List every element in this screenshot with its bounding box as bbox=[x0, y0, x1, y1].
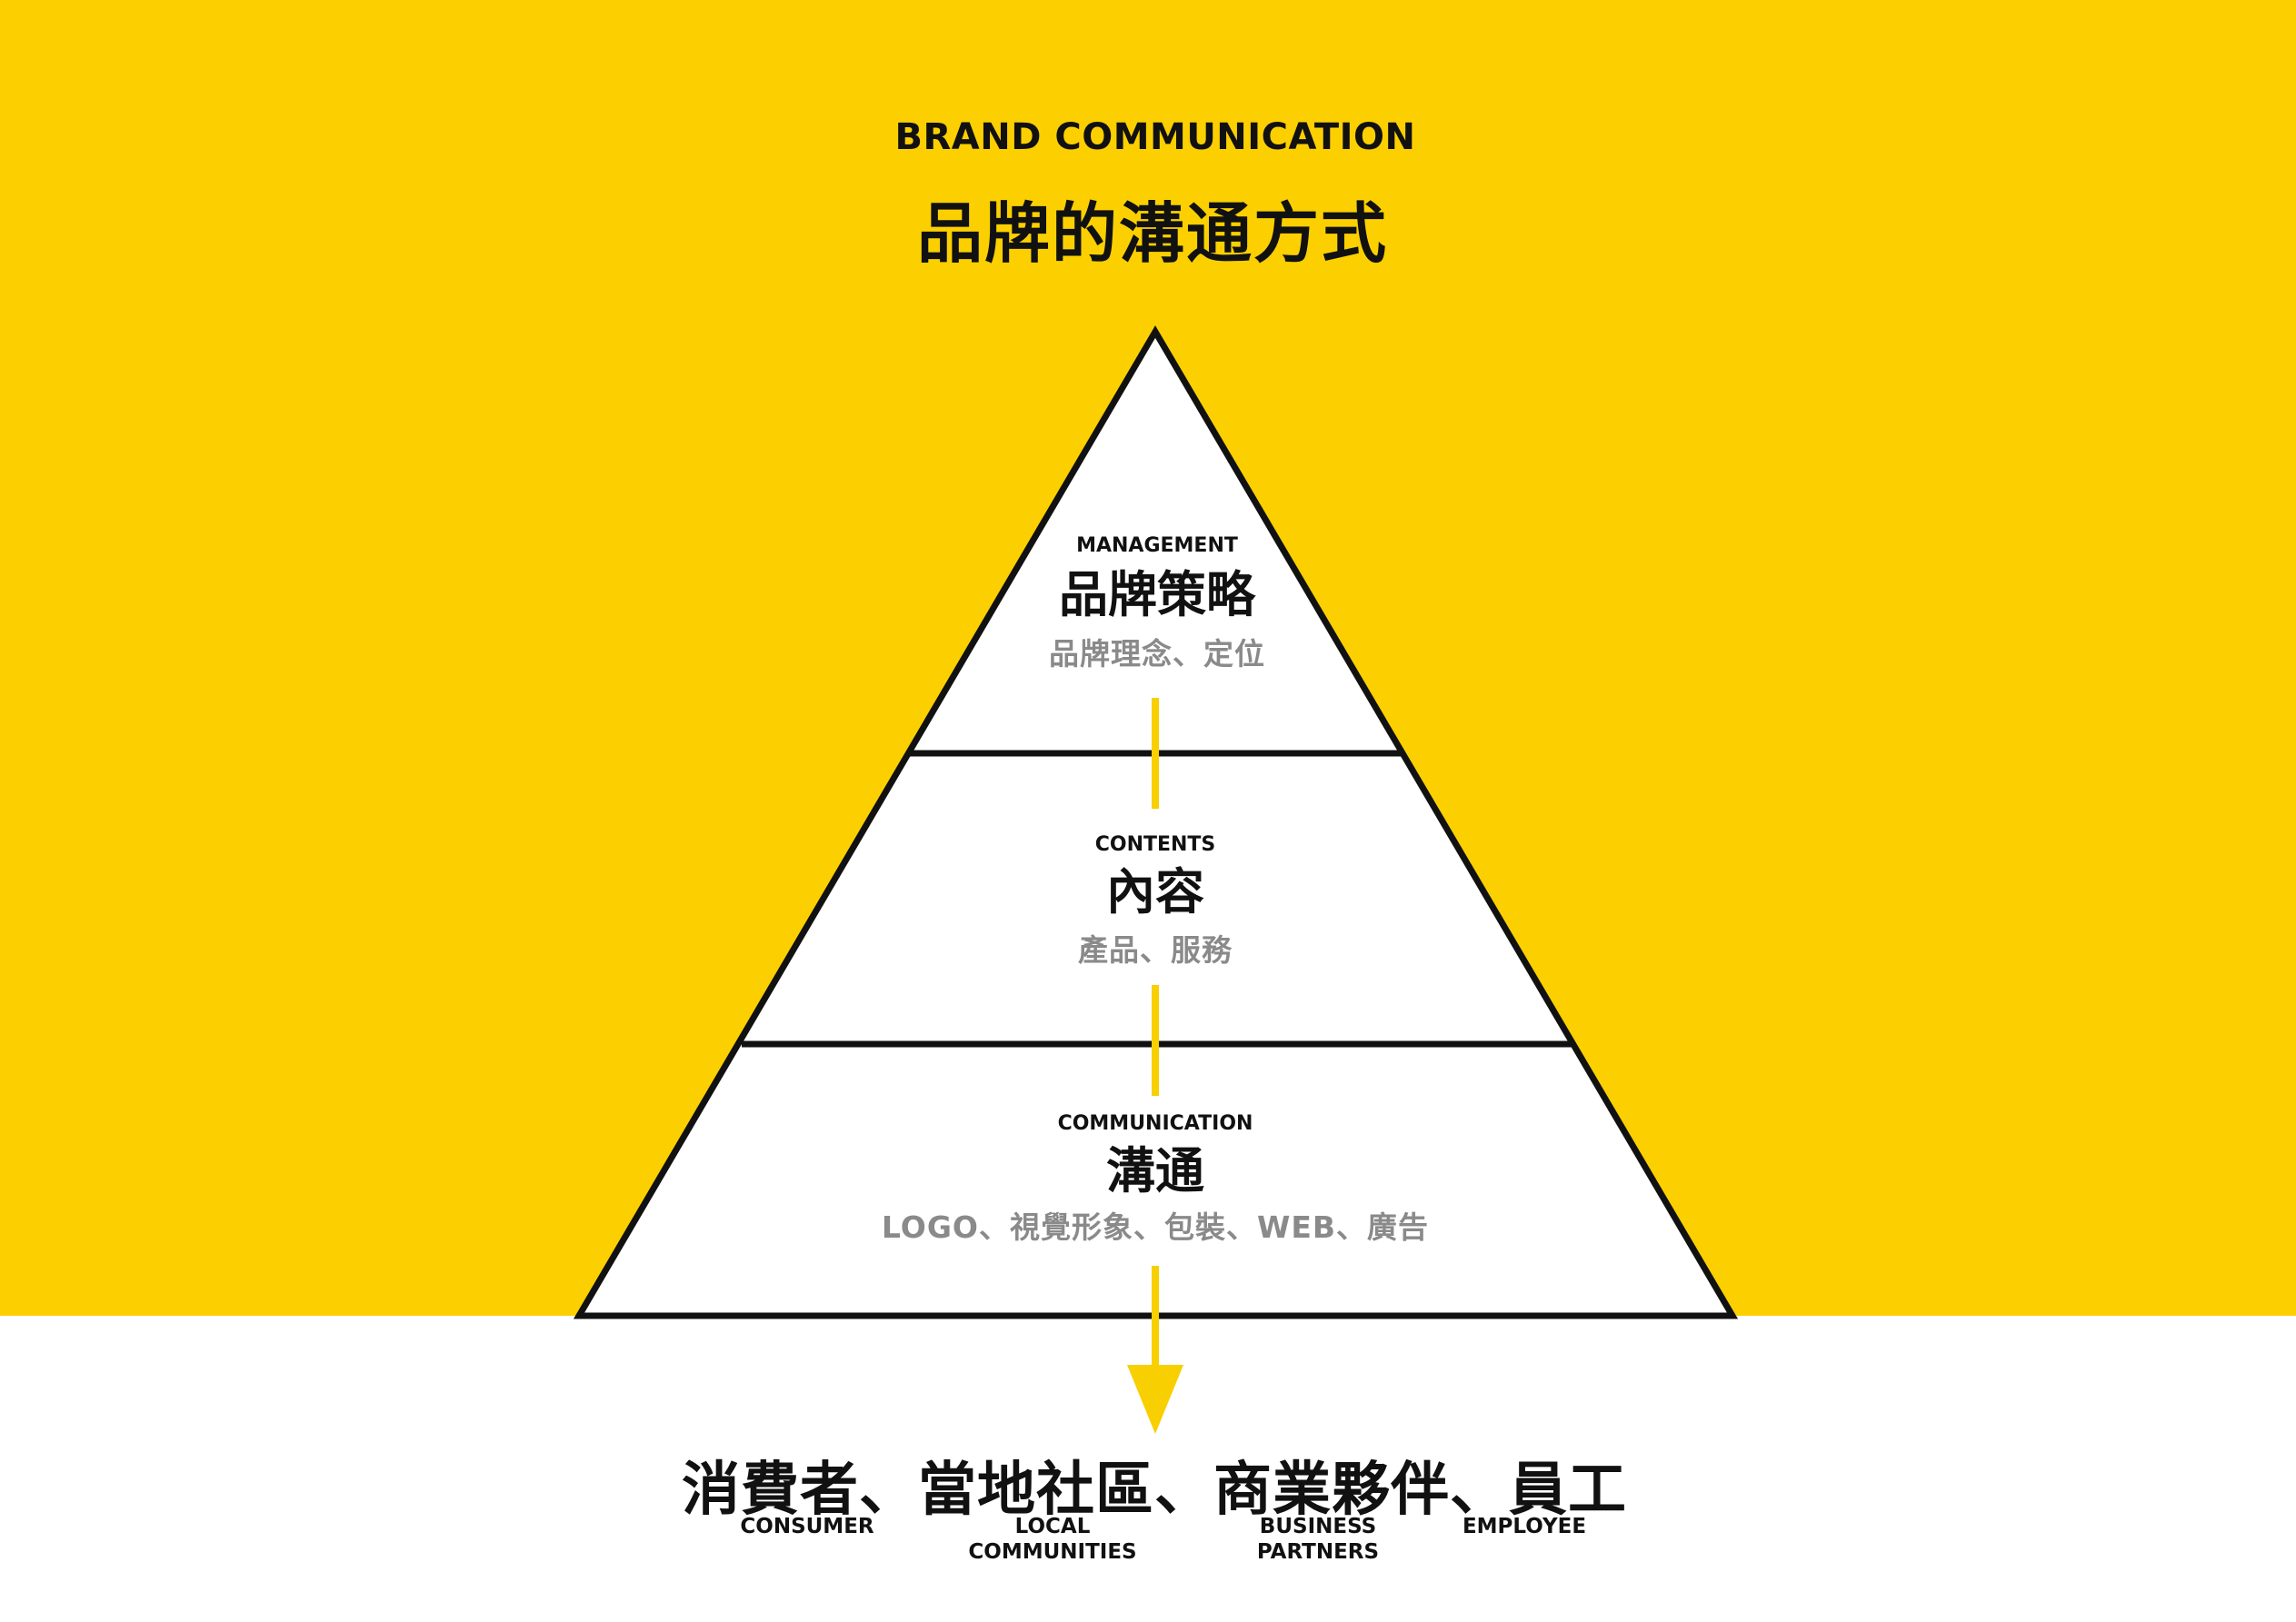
audience-label-local-communities: LOCAL COMMUNITIES bbox=[968, 1514, 1136, 1565]
tier-1-label-en: MANAGEMENT bbox=[1076, 534, 1238, 557]
audience-label-line: LOCAL bbox=[1014, 1515, 1091, 1538]
audience-label-business-partners: BUSINESS PARTNERS bbox=[1257, 1514, 1379, 1565]
audience-label-line: EMPLOYEE bbox=[1462, 1515, 1587, 1538]
tier-3-label-en: COMMUNICATION bbox=[1058, 1112, 1253, 1135]
audience-label-employee: EMPLOYEE bbox=[1462, 1514, 1586, 1539]
tier-3-label-zh: 溝通 bbox=[1106, 1142, 1204, 1199]
tier-2-label-zh: 內容 bbox=[1106, 863, 1204, 920]
title-zh: 品牌的溝通方式 bbox=[916, 195, 1389, 272]
audience-label-line: COMMUNITIES bbox=[968, 1540, 1137, 1564]
tier-1-detail: 品牌理念、定位 bbox=[1049, 636, 1265, 672]
arrow-down-icon bbox=[1127, 1365, 1183, 1434]
audience-label-consumer: CONSUMER bbox=[740, 1514, 873, 1539]
tier-2-detail: 產品、服務 bbox=[1078, 932, 1233, 968]
tier-3-detail: LOGO、視覺形象、包裝、WEB、廣告 bbox=[882, 1209, 1429, 1245]
tier-1-label-zh: 品牌策略 bbox=[1059, 566, 1256, 623]
tier-2-label-en: CONTENTS bbox=[1095, 833, 1216, 856]
audience-label-line: BUSINESS bbox=[1259, 1515, 1377, 1538]
audience-title-zh: 消費者、當地社區、商業夥伴、員工 bbox=[682, 1457, 1627, 1524]
title-en: BRAND COMMUNICATION bbox=[894, 116, 1416, 158]
audience-label-line: PARTNERS bbox=[1256, 1540, 1380, 1564]
audience-label-line: CONSUMER bbox=[740, 1515, 874, 1538]
